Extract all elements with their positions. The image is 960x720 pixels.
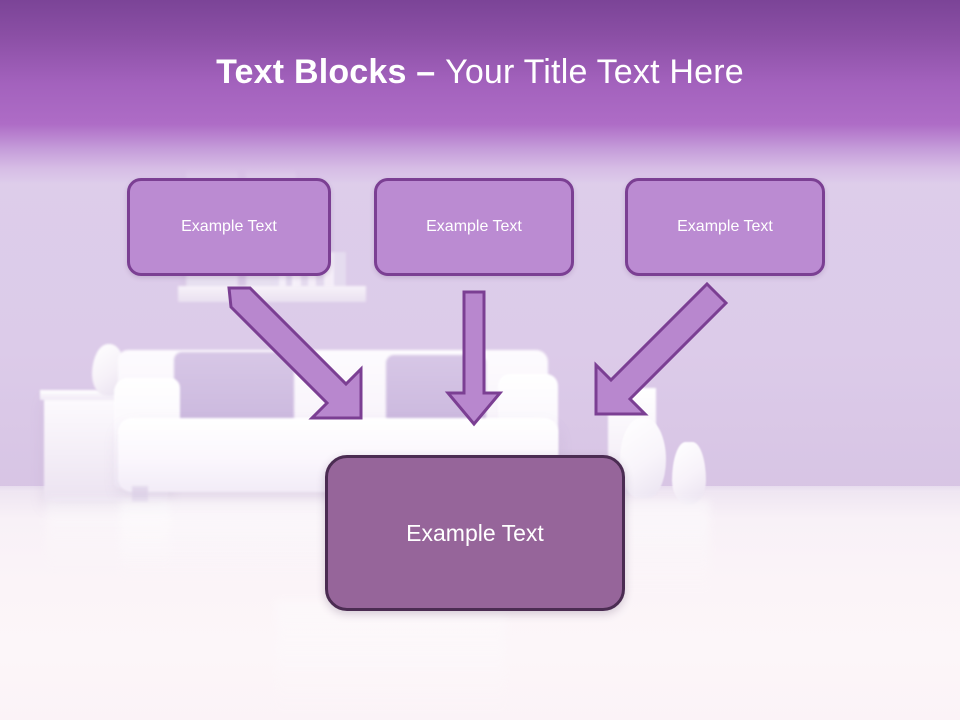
- page-title-separator: –: [416, 53, 446, 91]
- text-block-1[interactable]: Example Text: [127, 178, 331, 276]
- shelf-unit: [178, 286, 366, 302]
- page-title: Text Blocks – Your Title Text Here: [0, 50, 960, 94]
- sofa-cushion-left: [174, 352, 294, 426]
- vase-small: [672, 442, 706, 504]
- text-block-3[interactable]: Example Text: [625, 178, 825, 276]
- page-title-bold: Text Blocks: [216, 53, 417, 91]
- vase-large: [620, 418, 666, 498]
- text-block-main-label: Example Text: [406, 519, 544, 546]
- sofa-leg-left: [132, 486, 148, 502]
- text-block-2-label: Example Text: [426, 218, 522, 235]
- text-block-2[interactable]: Example Text: [374, 178, 574, 276]
- text-block-3-label: Example Text: [677, 218, 773, 235]
- sofa-cushion-right: [386, 355, 486, 425]
- page-title-light: Your Title Text Here: [445, 53, 744, 91]
- floor-reflection-center: [276, 600, 506, 718]
- text-block-1-label: Example Text: [181, 218, 277, 235]
- text-block-main[interactable]: Example Text: [325, 455, 625, 611]
